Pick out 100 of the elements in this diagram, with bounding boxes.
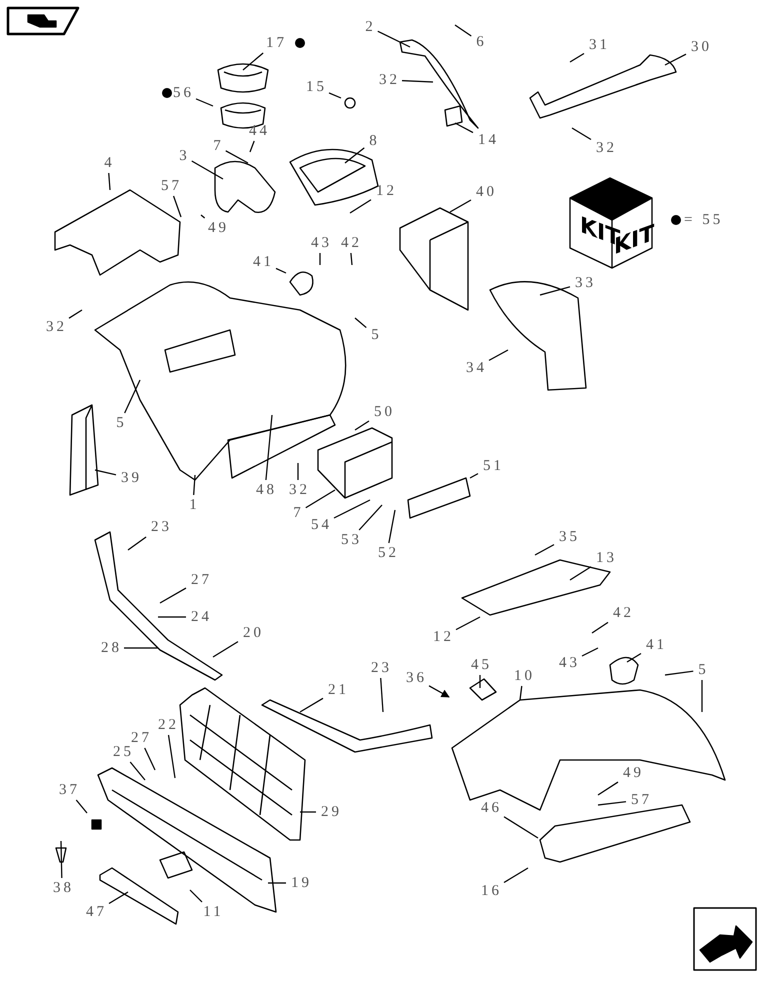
leader-line xyxy=(160,588,186,604)
arrow xyxy=(428,685,450,698)
callout-number: 2 xyxy=(362,19,376,35)
leader-line xyxy=(664,670,694,676)
callout-number: 11 xyxy=(200,904,224,920)
leader-line xyxy=(582,647,598,657)
leader-line xyxy=(76,800,88,814)
callout-number: 43 xyxy=(556,655,580,671)
callout-number: 23 xyxy=(148,519,172,535)
leader-line xyxy=(124,380,141,414)
callout-number: 40 xyxy=(473,184,497,200)
callout-number: 48 xyxy=(253,482,277,498)
leader-line xyxy=(626,652,642,663)
callout-number: 44 xyxy=(246,123,270,139)
callout-number: 49 xyxy=(205,220,229,236)
callout-number: 4 xyxy=(101,155,115,171)
callout-number: 45 xyxy=(468,657,492,673)
callout-number: 41 xyxy=(250,254,274,270)
leader-line xyxy=(242,52,264,70)
callout-number: 22 xyxy=(155,717,179,733)
leader-line xyxy=(190,890,202,902)
callout-number: 16 xyxy=(478,883,502,899)
callout-number: 10 xyxy=(511,668,535,684)
leader-line xyxy=(108,172,111,190)
leader-line xyxy=(172,196,182,218)
callout-number: 50 xyxy=(371,404,395,420)
leader-line xyxy=(570,566,592,580)
callout-number: 23 xyxy=(368,660,392,676)
callout-number: 5 xyxy=(695,662,709,678)
leader-line xyxy=(319,253,321,265)
callout-number: 37 xyxy=(56,782,80,798)
leader-line xyxy=(519,686,522,700)
callout-number: 19 xyxy=(288,875,312,891)
leader-line xyxy=(354,420,370,430)
leader-line xyxy=(268,882,286,884)
callout-number: 24 xyxy=(188,609,212,625)
callout-number: 8 xyxy=(366,133,380,149)
leader-line xyxy=(200,214,206,218)
leader-line xyxy=(456,616,480,630)
leader-line xyxy=(144,748,156,770)
leader-line xyxy=(454,24,472,37)
leader-line xyxy=(488,349,508,361)
leader-line xyxy=(276,268,286,274)
leader-line xyxy=(540,286,570,296)
leader-line xyxy=(350,199,372,214)
callout-number: 51 xyxy=(480,458,504,474)
callout-number: 39 xyxy=(118,470,142,486)
callout-number: 53 xyxy=(338,532,362,548)
leader-line xyxy=(592,622,608,634)
leader-line xyxy=(212,641,238,658)
callout-number: 7 xyxy=(210,138,224,154)
callout-number: 38 xyxy=(50,880,74,896)
callout-number: 54 xyxy=(308,517,332,533)
callout-number: 34 xyxy=(463,360,487,376)
callout-number: 5 xyxy=(113,415,127,431)
callout-number: 32 xyxy=(376,72,400,88)
leader-line xyxy=(60,840,62,878)
callout-number: 1 xyxy=(186,497,200,513)
callout-number: 33 xyxy=(572,275,596,291)
leader-line xyxy=(388,510,396,544)
callout-number: 43 xyxy=(308,235,332,251)
callout-number: 47 xyxy=(83,904,107,920)
leader-line xyxy=(358,504,382,530)
leader-line xyxy=(598,782,618,796)
callout-number: 29 xyxy=(318,804,342,820)
callout-number: 52 xyxy=(375,545,399,561)
callout-number: 7 xyxy=(290,505,304,521)
leader-line xyxy=(297,463,299,480)
callout-number: 36 xyxy=(403,670,427,686)
leader-line xyxy=(534,544,554,556)
callout-number: 17 xyxy=(263,35,287,51)
leader-line xyxy=(158,616,186,618)
callout-number: 32 xyxy=(43,319,67,335)
callout-number: 14 xyxy=(475,132,499,148)
callout-number: 31 xyxy=(586,37,610,53)
leader-line xyxy=(108,891,128,904)
leader-line xyxy=(193,474,196,496)
callout-number: 3 xyxy=(176,148,190,164)
leader-line xyxy=(334,499,370,519)
callout-number: 56 xyxy=(170,85,194,101)
callout-number: 46 xyxy=(478,800,502,816)
leader-line xyxy=(454,122,474,134)
leader-line xyxy=(68,310,82,319)
callout-number: 25 xyxy=(110,744,134,760)
leader-line xyxy=(328,92,342,99)
leader-line xyxy=(168,734,176,778)
callout-number: 12 xyxy=(430,629,454,645)
leader-line xyxy=(249,140,255,152)
leader-line xyxy=(300,811,316,813)
leader-line xyxy=(124,647,158,649)
leader-line xyxy=(664,54,686,66)
leader-line xyxy=(265,414,273,480)
leader-line xyxy=(94,469,116,476)
callout-number: 12 xyxy=(373,183,397,199)
callout-number: 21 xyxy=(325,682,349,698)
leader-line xyxy=(300,698,324,713)
leader-line xyxy=(196,98,214,107)
leader-line xyxy=(350,252,353,266)
leader-line xyxy=(450,199,472,213)
callout-number: 27 xyxy=(188,572,212,588)
